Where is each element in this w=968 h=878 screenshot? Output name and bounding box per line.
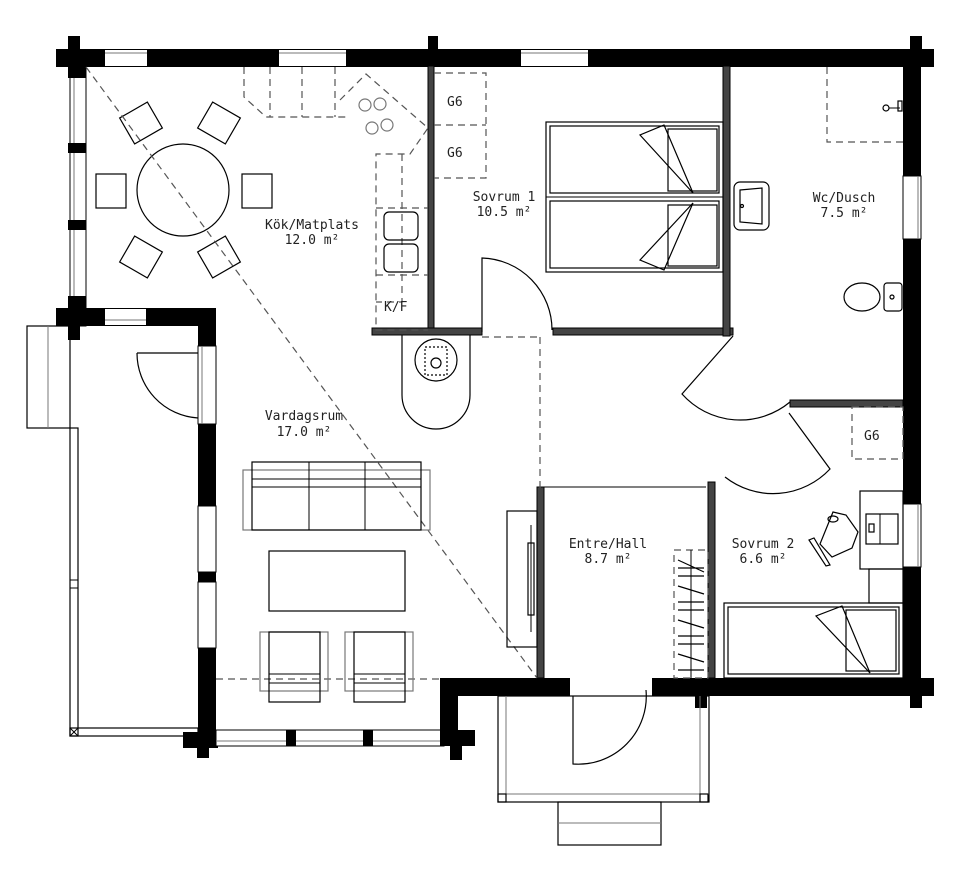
coffee-table [268,550,406,612]
room-label-vardagsrum: Vardagsrum 17.0 m² [265,409,343,440]
room-area: 6.6 m² [740,552,787,567]
round-fixture [401,335,471,430]
door-swing [136,352,199,419]
room-area: 10.5 m² [477,205,532,220]
window [521,50,588,66]
room-area: 7.5 m² [821,206,868,221]
wardrobe-label: G6 [447,146,463,161]
door-swing [724,412,831,495]
wardrobe-label: G6 [864,429,880,444]
tv-unit [506,510,538,648]
sofa [242,461,431,531]
room-name: Sovrum 2 [732,537,795,552]
window [105,50,147,66]
room-label-kok: Kök/Matplats 12.0 m² [265,218,359,248]
double-bed [545,121,724,273]
room-name: Vardagsrum [265,409,343,424]
section-lines [85,66,541,680]
doors [136,257,831,765]
door-swing [481,257,553,332]
room-area: 17.0 m² [277,425,332,440]
armchairs [259,631,414,703]
single-bed [723,602,904,679]
wardrobe-label: G6 [447,95,463,110]
room-label-entre: Entre/Hall 8.7 m² [569,537,647,567]
room-label-wc: Wc/Dusch 7.5 m² [813,191,876,221]
room-area: 8.7 m² [585,552,632,567]
kitchen-counter [243,67,429,331]
room-name: Sovrum 1 [473,190,536,205]
door-swing [681,335,791,421]
dining-table [95,101,273,279]
fridge-freezer-label: K/F [384,300,408,315]
hall-closet [673,549,709,679]
room-name: Entre/Hall [569,537,647,552]
window [279,50,346,66]
room-name: Wc/Dusch [813,191,876,206]
wc-fixtures [733,67,903,312]
room-area: 12.0 m² [285,233,340,248]
room-name: Kök/Matplats [265,218,359,233]
porch [497,695,710,846]
room-label-sovrum1: Sovrum 1 10.5 m² [473,190,536,220]
door-swing [572,689,647,765]
room-label-sovrum2: Sovrum 2 6.6 m² [732,537,795,567]
wardrobes [434,72,904,460]
exterior-walls [56,36,934,760]
terrace [26,325,199,737]
desk [808,490,904,604]
